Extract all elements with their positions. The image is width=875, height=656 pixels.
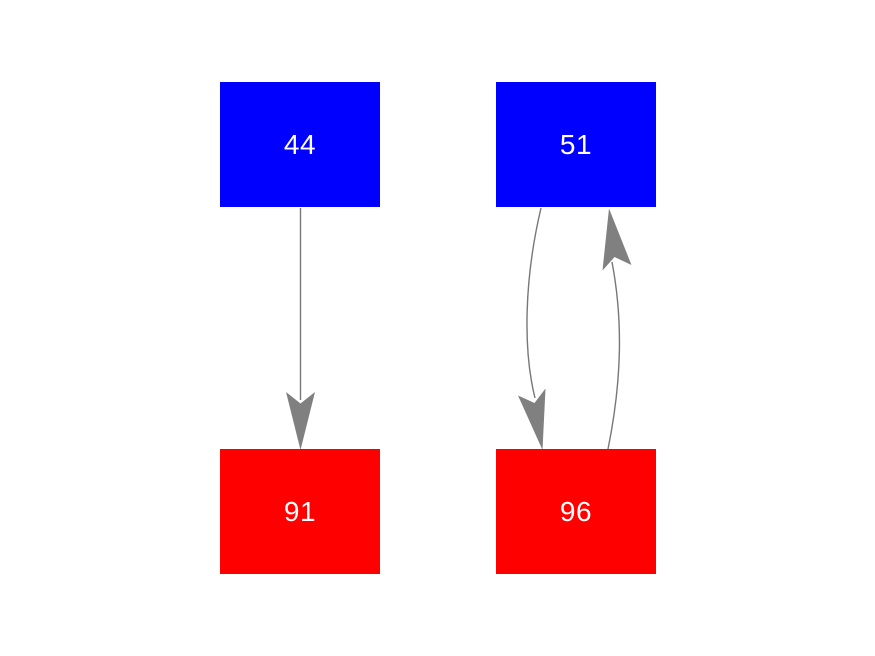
edge-96-to-51-arrowhead [602, 208, 632, 271]
edge-51-to-96-line [526, 207, 542, 399]
node-91[interactable]: 91 [220, 449, 380, 574]
edge-51-to-96-arrowhead [518, 388, 546, 450]
node-51[interactable]: 51 [496, 82, 656, 207]
edge-96-to-51-line [607, 261, 621, 450]
node-96-label: 96 [559, 495, 593, 527]
node-44-label: 44 [283, 128, 317, 160]
node-44[interactable]: 44 [220, 82, 380, 207]
edge-96-to-51 [602, 208, 632, 450]
edge-51-to-96 [518, 207, 546, 450]
node-96[interactable]: 96 [496, 449, 656, 574]
node-51-label: 51 [559, 128, 593, 160]
node-91-label: 91 [283, 495, 317, 527]
edge-44-to-91 [286, 208, 315, 450]
edge-44-to-91-arrowhead [286, 392, 315, 450]
